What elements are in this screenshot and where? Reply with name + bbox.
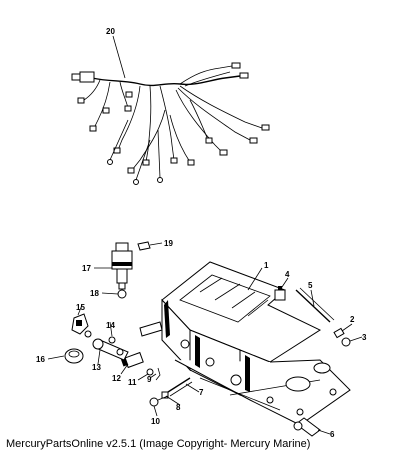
o-rings-14[interactable] [84, 330, 124, 356]
callout-9: 9 [147, 375, 152, 384]
elbow-15[interactable] [71, 313, 89, 335]
callout-14: 14 [106, 321, 115, 330]
callout-17: 17 [82, 264, 91, 273]
leader-lines [47, 35, 363, 435]
bolt-2[interactable] [333, 327, 345, 339]
callout-3: 3 [362, 333, 367, 342]
callout-19: 19 [164, 239, 173, 248]
callout-1: 1 [264, 261, 269, 270]
intake-manifold[interactable] [161, 261, 351, 426]
callout-18: 18 [90, 289, 99, 298]
callout-11: 11 [128, 378, 137, 387]
fitting-19[interactable] [137, 241, 151, 251]
callout-20: 20 [106, 27, 115, 36]
callout-2: 2 [350, 315, 355, 324]
hose-barb[interactable] [139, 321, 163, 337]
bolt-6[interactable] [293, 417, 321, 437]
callout-13: 13 [92, 363, 101, 372]
cap-16[interactable] [64, 348, 84, 364]
callout-6: 6 [330, 430, 335, 439]
callout-labels: 20 1 2 3 4 5 6 7 8 9 10 11 12 13 14 15 1… [36, 27, 367, 439]
fitting-9[interactable] [155, 367, 161, 381]
callout-8: 8 [176, 403, 181, 412]
callout-10: 10 [151, 417, 160, 426]
screw-10[interactable] [149, 395, 169, 407]
bolt-3[interactable] [341, 337, 351, 347]
nut-8[interactable] [161, 391, 169, 399]
callout-4: 4 [285, 270, 290, 279]
washer-11[interactable] [146, 368, 154, 376]
callout-16: 16 [36, 355, 45, 364]
wiring-harness[interactable] [71, 62, 270, 185]
fuel-injector[interactable] [111, 242, 133, 299]
callout-15: 15 [76, 303, 85, 312]
callout-5: 5 [308, 281, 313, 290]
rod-5[interactable] [295, 287, 335, 323]
copyright-caption: MercuryPartsOnline v2.5.1 (Image Copyrig… [6, 438, 311, 450]
callout-7: 7 [199, 388, 204, 397]
callout-12: 12 [112, 374, 121, 383]
line-7[interactable] [167, 377, 193, 397]
